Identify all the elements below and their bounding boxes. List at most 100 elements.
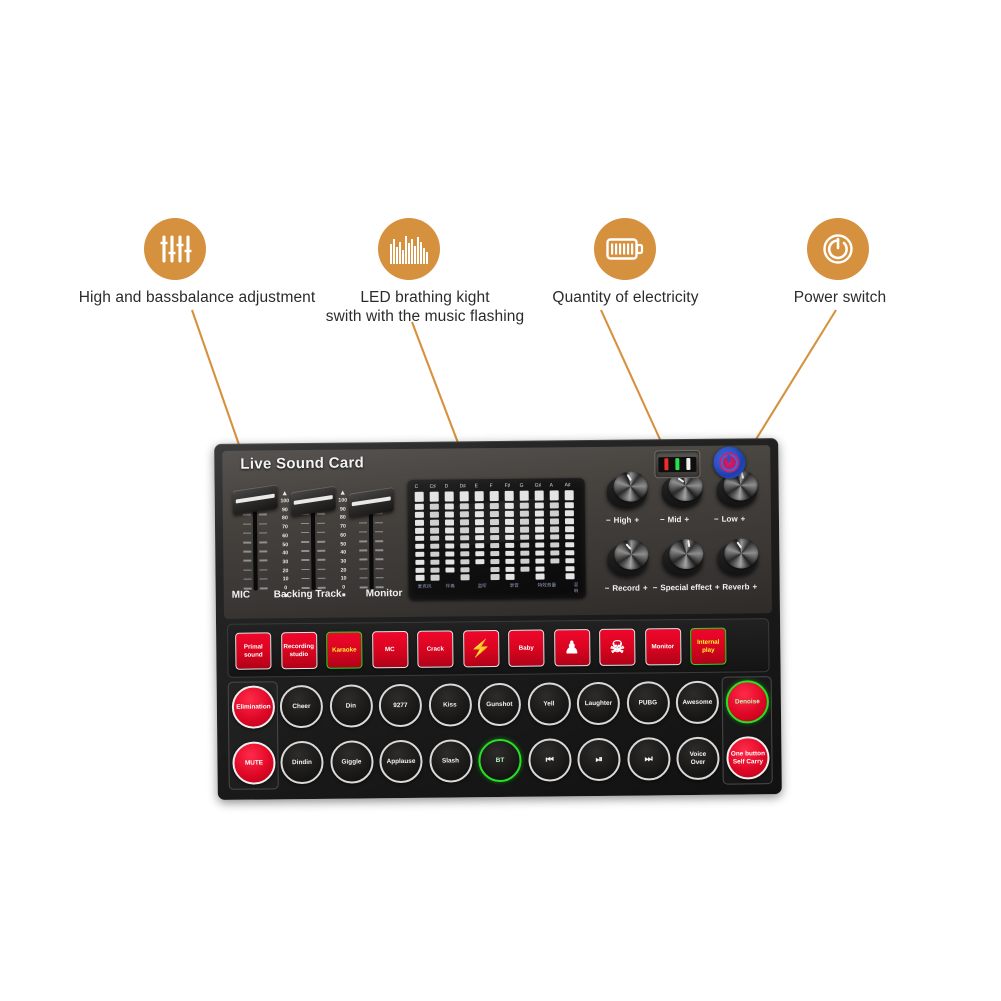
led-segment — [504, 503, 514, 509]
knob-high[interactable] — [606, 471, 649, 511]
channel-label: 混响 — [573, 583, 579, 595]
led-segment — [474, 491, 484, 502]
effect-button-baby[interactable]: Baby — [508, 629, 545, 667]
fader-tick — [259, 578, 268, 580]
led-segment — [490, 542, 500, 549]
sound-button-laughter[interactable]: Laughter — [576, 681, 621, 726]
knob-reverb[interactable] — [717, 538, 760, 578]
fader-tick — [316, 522, 325, 524]
led-segment — [444, 503, 454, 510]
knob-label-mid: −Mid+ — [657, 515, 692, 524]
knob-indicator — [626, 474, 632, 482]
callout-label-led-breathing-light: LED brathing kight swith with the music … — [325, 289, 525, 325]
fader-tick — [359, 540, 368, 542]
led-segment — [460, 566, 470, 573]
led-segment — [475, 527, 485, 533]
led-segment — [414, 512, 424, 518]
sound-button-transport[interactable]: ⏭ — [626, 737, 671, 781]
fader-tick — [301, 568, 310, 571]
led-segment — [489, 511, 499, 517]
sound-button-gunshot[interactable]: Gunshot — [477, 682, 522, 727]
effect-button-icon[interactable]: ☠ — [599, 628, 636, 666]
led-segment — [415, 567, 425, 573]
sound-button-slash[interactable]: Slash — [428, 739, 473, 783]
sound-button-voice-over[interactable]: Voice Over — [676, 736, 720, 781]
sound-button-bt[interactable]: BT — [478, 738, 522, 783]
knob-name: Special effect — [660, 582, 712, 593]
led-column — [504, 490, 515, 582]
sound-button-applause[interactable]: Applause — [379, 739, 423, 784]
fader-cap[interactable] — [348, 486, 394, 518]
led-segment — [444, 511, 454, 518]
led-segment — [429, 491, 439, 502]
led-segment — [474, 511, 484, 518]
knob-special-effect[interactable] — [662, 538, 705, 579]
sound-button-din[interactable]: Din — [329, 684, 373, 728]
sound-button-giggle[interactable]: Giggle — [329, 740, 374, 784]
sound-button-kiss[interactable]: Kiss — [428, 683, 472, 727]
knob-minus: − — [714, 582, 720, 592]
fader-tick — [243, 550, 252, 553]
led-column — [444, 491, 455, 574]
transport-glyph: ⏭ — [644, 753, 653, 764]
sound-button-transport[interactable]: ⏮ — [527, 738, 572, 782]
led-segment — [535, 550, 545, 556]
effect-button-recording-studio[interactable]: Recording studio — [280, 631, 318, 670]
sound-button-transport[interactable]: ⏯ — [577, 737, 621, 782]
fader-tick — [375, 558, 384, 561]
note-label: A♯ — [564, 482, 571, 489]
effect-button-karaoke[interactable]: Karaoke — [326, 631, 363, 669]
led-segment — [564, 518, 575, 524]
sound-button-yell[interactable]: Yell — [527, 682, 571, 726]
effect-button-monitor[interactable]: Monitor — [644, 628, 681, 666]
effect-button-mc[interactable]: MC — [371, 630, 409, 669]
effect-button-icon[interactable]: ♟ — [553, 629, 590, 667]
led-segment — [475, 558, 485, 565]
channel-labels-zh: 麦克风伴奏监听录音特效音量混响 — [416, 583, 580, 595]
sound-button-one-button-self-carry[interactable]: One button Self Carry — [726, 736, 770, 780]
sound-button-denoise[interactable]: Denoise — [725, 680, 770, 724]
effect-button-crack[interactable]: Crack — [417, 630, 454, 668]
fader-monitor[interactable] — [347, 484, 398, 593]
fader-tick — [258, 523, 267, 525]
fader-tick — [259, 569, 268, 571]
sound-button-cheer[interactable]: Cheer — [279, 684, 324, 729]
fader-tick — [243, 559, 252, 562]
note-label: F — [489, 483, 493, 490]
effect-button-internal-play[interactable]: Internal play — [690, 627, 727, 665]
knob-name: Reverb — [722, 582, 750, 592]
led-segment — [460, 574, 470, 581]
knob-label-reverb: −Reverb+ — [712, 582, 761, 592]
led-segment — [504, 511, 514, 517]
knob-record[interactable] — [607, 539, 650, 579]
sound-button-dindin[interactable]: Dindin — [280, 740, 324, 785]
sound-button-awesome[interactable]: Awesome — [675, 680, 720, 725]
fader-label-monitor: Monitor — [365, 588, 403, 600]
led-segment — [550, 526, 560, 533]
knob-indicator — [687, 539, 691, 548]
led-segment — [490, 527, 500, 533]
fader-tick — [258, 513, 267, 516]
led-segment — [475, 542, 485, 549]
battery-level-indicator — [654, 449, 701, 479]
fader-cap[interactable] — [232, 484, 278, 515]
power-button[interactable] — [713, 446, 746, 479]
sound-button-9277[interactable]: 9277 — [378, 683, 423, 728]
sound-button-pubg[interactable]: PUBG — [626, 681, 670, 725]
sound-button-elimination[interactable]: Elimination — [231, 685, 276, 729]
effect-button-icon[interactable]: ⚡ — [462, 629, 500, 668]
led-segment — [490, 550, 500, 557]
knob-minus: − — [605, 515, 611, 525]
sound-button-mute[interactable]: MUTE — [232, 741, 276, 785]
fader-tick — [243, 541, 252, 544]
led-segment — [474, 503, 484, 510]
led-segment — [489, 519, 500, 525]
note-label: D♯ — [459, 483, 466, 490]
effect-button-primal-sound[interactable]: Primal sound — [235, 632, 272, 670]
led-segment — [505, 558, 515, 565]
led-segment — [565, 526, 575, 532]
led-segment — [534, 510, 544, 517]
fader-cap[interactable] — [290, 485, 336, 517]
led-segment — [430, 551, 440, 557]
